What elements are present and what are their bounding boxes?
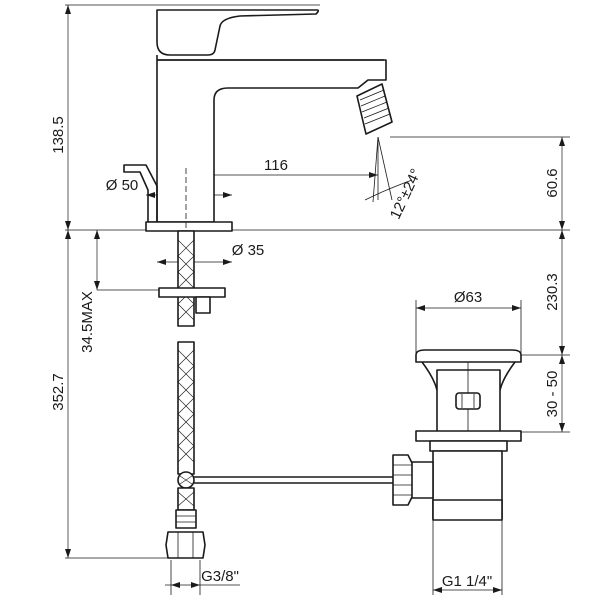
- label-shank-diameter: Ø 35: [232, 242, 265, 259]
- label-supply-thread: G3/8": [201, 568, 239, 585]
- label-overall-height: 352.7: [50, 373, 67, 411]
- waste-assembly: [392, 349, 522, 521]
- label-spout-reach: 116: [264, 157, 288, 174]
- waste-side-nut: [392, 454, 413, 506]
- label-faucet-height: 138.5: [50, 116, 67, 154]
- faucet: [123, 9, 393, 232]
- label-waste-to-spout: 230.3: [544, 273, 561, 311]
- waste-lock-nut: [415, 430, 522, 442]
- label-waste-thread: G1 1/4": [442, 573, 492, 590]
- spout-body: [156, 55, 387, 223]
- base-plate: [145, 221, 233, 232]
- label-deck-thickness: 34.5MAX: [79, 291, 96, 353]
- mounting-nut: [158, 287, 226, 298]
- supply-nut: [165, 531, 206, 559]
- arrowheads: [65, 5, 565, 593]
- lever-handle: [156, 9, 320, 56]
- waste-flange: [415, 349, 522, 363]
- bidet-nozzle: [356, 83, 393, 135]
- mounting-assembly: [158, 230, 395, 559]
- label-spray-angle: 12°±24°: [387, 166, 425, 222]
- label-waste-diameter: Ø63: [454, 289, 482, 306]
- label-base-diameter: Ø 50: [106, 177, 139, 194]
- label-waste-adjust: 30 - 50: [544, 371, 561, 418]
- label-spout-height: 60.6: [544, 168, 561, 197]
